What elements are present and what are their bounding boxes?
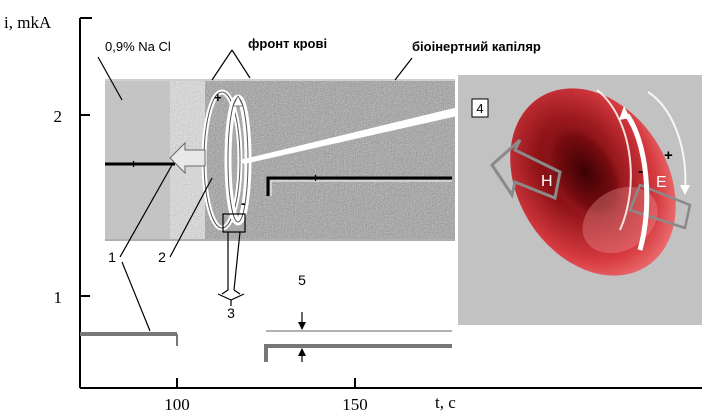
front-minus: - bbox=[241, 195, 246, 211]
down-arrow-icon bbox=[298, 322, 306, 330]
cell-label-e: E bbox=[656, 174, 667, 191]
current-trace bbox=[80, 312, 452, 362]
axes bbox=[79, 17, 702, 389]
field-arrow-shaft-icon bbox=[628, 183, 692, 230]
left-arrow-icon bbox=[169, 141, 206, 175]
cell-minus: - bbox=[638, 163, 643, 180]
electrode-blood bbox=[266, 176, 452, 196]
rbc-inset bbox=[458, 75, 702, 325]
field-arrow-left-icon bbox=[490, 138, 562, 201]
blood-front-label: фронт крові bbox=[248, 36, 327, 51]
zoom-beam bbox=[240, 103, 475, 164]
cell-label-h: H bbox=[541, 173, 553, 190]
x-axis-label: t, c bbox=[435, 393, 456, 412]
label-1: 1 bbox=[108, 249, 116, 265]
label-4-box bbox=[471, 98, 489, 118]
capillary-label: біоінертний капіляр bbox=[412, 39, 541, 54]
blood-electrode-plus: + bbox=[312, 171, 319, 185]
capillary-tube bbox=[105, 79, 455, 241]
x-tick-label-150: 150 bbox=[342, 395, 368, 412]
front-arrow-icon bbox=[217, 293, 245, 301]
saline-label: 0,9% Na Cl bbox=[105, 39, 171, 54]
y-axis-label: i, mkA bbox=[4, 13, 52, 32]
label-5: 5 bbox=[298, 272, 306, 288]
label-4: 4 bbox=[476, 101, 483, 116]
up-arrow-icon bbox=[298, 348, 306, 356]
leader-lines bbox=[97, 49, 413, 332]
saline-electrode-minus: - bbox=[120, 157, 124, 171]
label-3: 3 bbox=[227, 305, 235, 321]
front-plus: + bbox=[214, 90, 222, 105]
electrode-lines bbox=[105, 162, 452, 196]
cell-plus: + bbox=[664, 147, 673, 164]
front-box bbox=[222, 213, 246, 233]
y-tick-label-2: 2 bbox=[54, 107, 63, 126]
y-tick-label-1: 1 bbox=[54, 288, 63, 307]
saline-electrode-plus: + bbox=[130, 157, 137, 171]
rotation-band-icon bbox=[624, 113, 650, 251]
rotation-arrow-icon bbox=[232, 95, 244, 107]
blood-electrode-minus: - bbox=[302, 171, 306, 185]
trace-blood-level bbox=[264, 344, 452, 362]
label-2: 2 bbox=[158, 249, 166, 265]
saline-region bbox=[105, 80, 175, 240]
x-tick-label-100: 100 bbox=[164, 395, 190, 412]
